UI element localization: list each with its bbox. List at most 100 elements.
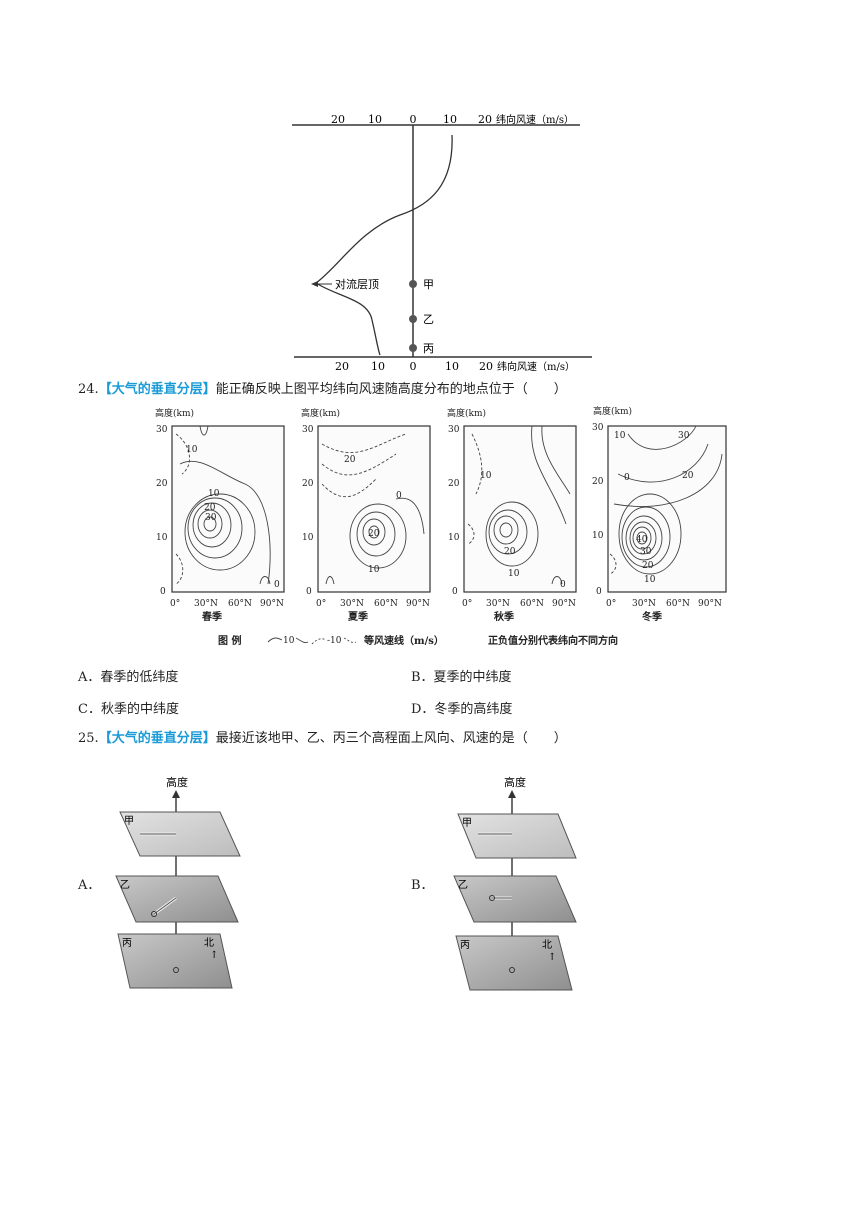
- contour-label: 10: [368, 565, 380, 575]
- x-tick: 0°: [170, 599, 180, 609]
- x-tick: 0°: [462, 599, 472, 609]
- point-jia-marker: [409, 280, 417, 288]
- point-jia-label: 甲: [423, 278, 434, 291]
- option-d[interactable]: D．冬季的高纬度: [411, 702, 513, 717]
- contour-label: 10: [208, 489, 220, 499]
- x-tick: 60°N: [374, 599, 398, 609]
- plane-yi: [115, 875, 239, 923]
- y-tick: 0: [306, 587, 312, 597]
- plane-label: 甲: [124, 816, 134, 827]
- q25-option-a-label[interactable]: A．: [78, 878, 101, 893]
- panel-autumn: 高度(km) 30 20 10 0 10 20 10 0 0: [447, 407, 577, 623]
- y-tick: 10: [448, 533, 460, 543]
- x-tick: 60°N: [666, 599, 690, 609]
- y-tick: 10: [156, 533, 168, 543]
- y-tick: 0: [596, 587, 602, 597]
- question-25: 25.【大气的垂直分层】最接近该地甲、乙、丙三个高程面上风向、风速的是（ ）: [78, 730, 567, 748]
- bottom-tick-label: 0: [410, 360, 417, 373]
- legend-dashed-line: [311, 638, 327, 645]
- plane-jia: [119, 811, 241, 857]
- x-tick: 30°N: [632, 599, 656, 609]
- legend-solid-line: [295, 637, 309, 643]
- x-tick: 90°N: [406, 599, 430, 609]
- contour-label: 10: [614, 431, 626, 441]
- option-c[interactable]: C．秋季的中纬度: [78, 702, 179, 717]
- plane-yi: [453, 875, 577, 923]
- plane-label: 甲: [462, 818, 472, 829]
- height-label: 高度: [504, 775, 526, 789]
- height-axis-arrow: [508, 790, 516, 798]
- contour-label: 20: [344, 455, 356, 465]
- y-tick: 20: [156, 479, 168, 489]
- contour-label: 0: [274, 580, 280, 590]
- legend-solid-value: 10: [283, 636, 295, 646]
- option-b[interactable]: B．夏季的中纬度: [411, 670, 512, 685]
- height-axis-arrow: [172, 790, 180, 798]
- y-axis-label: 高度(km): [155, 407, 194, 419]
- x-tick: 90°N: [552, 599, 576, 609]
- seasonal-contour-figure: 高度(km) 30 20 10 0 10 10 20: [155, 405, 727, 647]
- q25-option-b-figure[interactable]: 高度 甲 乙 丙 北 ↑: [448, 772, 588, 994]
- y-tick: 10: [302, 533, 314, 543]
- north-arrow-icon: ↑: [210, 950, 218, 961]
- contour-label: 0: [396, 491, 402, 501]
- contour-label: 10: [644, 575, 656, 585]
- y-tick: 20: [302, 479, 314, 489]
- contour-label: 20: [682, 471, 694, 481]
- plane-bing: [117, 933, 233, 989]
- question-text: 能正确反映上图平均纬向风速随高度分布的地点位于（ ）: [215, 382, 567, 397]
- q25-option-b-label[interactable]: B．: [411, 878, 434, 893]
- point-yi-marker: [409, 315, 417, 323]
- bottom-tick-label: 20: [479, 360, 493, 373]
- contour-label: 10: [480, 471, 492, 481]
- season-label: 春季: [202, 610, 223, 623]
- wind-profile-diagram: 20 10 0 10 20 纬向风速（m/s） 对流层顶 甲 乙 丙 20 10…: [292, 113, 592, 373]
- north-arrow-icon: ↑: [548, 952, 556, 963]
- contour-label: 10: [186, 445, 198, 455]
- contour-label: 20: [504, 547, 516, 557]
- y-tick: 10: [592, 531, 604, 541]
- x-tick: 30°N: [486, 599, 510, 609]
- panel-winter: 高度(km) 30 20 10 0 10 30 20: [592, 405, 727, 623]
- top-tick-label: 10: [368, 113, 382, 126]
- bottom-tick-label: 20: [335, 360, 349, 373]
- plane-label: 乙: [120, 879, 130, 891]
- legend-dashed-line: [343, 637, 357, 643]
- plane-bing: [455, 935, 573, 991]
- question-number: 25.: [78, 731, 99, 746]
- q25-option-a-figure[interactable]: 高度 甲 乙 丙 北 ↑: [108, 772, 248, 994]
- north-label: 北: [204, 937, 214, 949]
- contour-label: 0: [560, 580, 566, 590]
- height-label: 高度: [166, 775, 188, 789]
- point-yi-label: 乙: [423, 313, 434, 326]
- legend-dashed-value: -10: [327, 636, 342, 646]
- bottom-tick-label: 10: [445, 360, 459, 373]
- tropopause-label: 对流层顶: [335, 277, 379, 291]
- legend-solid-line: [267, 637, 283, 643]
- top-tick-label: 20: [331, 113, 345, 126]
- y-tick: 20: [592, 477, 604, 487]
- y-tick: 0: [160, 587, 166, 597]
- season-label: 夏季: [347, 610, 369, 623]
- figure-legend: 图 例 10 -10 等风速线（m/s） 正负值分别代表纬向不同方向: [218, 634, 618, 647]
- question-text: 最接近该地甲、乙、丙三个高程面上风向、风速的是（ ）: [215, 731, 567, 746]
- y-tick: 30: [156, 425, 168, 435]
- option-a[interactable]: A．春季的低纬度: [78, 670, 179, 685]
- y-tick: 20: [448, 479, 460, 489]
- top-tick-label: 10: [443, 113, 457, 126]
- x-tick: 0°: [316, 599, 326, 609]
- x-tick: 90°N: [260, 599, 284, 609]
- top-axis-label: 纬向风速（m/s）: [496, 113, 574, 126]
- contour-label: 0: [624, 473, 630, 483]
- legend-text: 等风速线（m/s）: [364, 634, 444, 647]
- plane-label: 丙: [122, 938, 132, 949]
- x-tick: 90°N: [698, 599, 722, 609]
- x-tick: 0°: [606, 599, 616, 609]
- season-label: 秋季: [494, 610, 515, 623]
- bottom-axis-label: 纬向风速（m/s）: [497, 360, 575, 373]
- plane-jia: [457, 813, 577, 859]
- contour-label: 10: [508, 569, 520, 579]
- y-axis-label: 高度(km): [593, 405, 632, 417]
- contour-label: 20: [642, 561, 654, 571]
- y-tick: 30: [592, 423, 604, 433]
